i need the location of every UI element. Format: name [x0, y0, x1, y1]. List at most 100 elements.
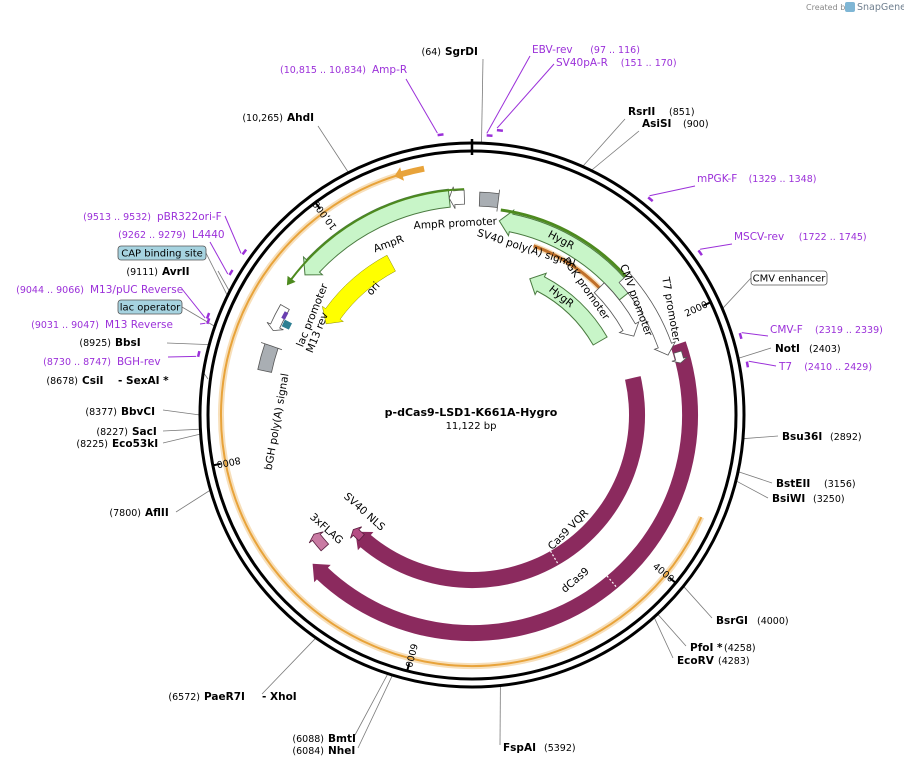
- enzyme-position: (6084): [292, 746, 324, 757]
- enzyme-position: (7800): [109, 508, 141, 519]
- ampr-label: AmpR: [372, 233, 406, 255]
- boxed-label-text: lac operator: [120, 303, 181, 314]
- enzyme-label-aflii[interactable]: (7800)AflII: [109, 507, 168, 519]
- tick-label-group: 8000: [216, 454, 242, 469]
- primer-binding-mark: [241, 248, 248, 256]
- enzyme-label-sexai[interactable]: - SexAI *: [118, 375, 169, 387]
- enzyme-label-saci[interactable]: (8227) SacI: [96, 426, 156, 438]
- enzyme-name: BsrGI: [716, 615, 748, 627]
- enzyme-label-asisi[interactable]: AsiSI(900): [642, 118, 709, 130]
- enzyme-name: - SexAI *: [118, 375, 169, 387]
- label-box: [117, 299, 183, 315]
- primer-label-8[interactable]: (9262 .. 9279) L4440: [118, 229, 224, 241]
- enzyme-leader: [354, 673, 389, 736]
- primer-name: BGH-rev: [117, 356, 161, 368]
- tick-mark: [668, 577, 677, 584]
- boxed-label-2[interactable]: lac operator: [117, 299, 183, 315]
- ori-arrow: [321, 254, 396, 325]
- enzyme-position: (64): [421, 47, 441, 58]
- primer-position: (9031 .. 9047): [31, 320, 99, 331]
- lac-promoter-arrow: [266, 303, 290, 332]
- primer-label-0[interactable]: EBV-rev(97 .. 116): [532, 44, 640, 56]
- primer-leader: [496, 63, 555, 129]
- enzyme-label-bsrgi[interactable]: BsrGI(4000): [716, 615, 789, 627]
- enzyme-label-bsiwi[interactable]: BsiWI(3250): [772, 493, 845, 505]
- primer-label-7[interactable]: (9513 .. 9532)pBR322ori-F: [83, 211, 222, 223]
- enzyme-leader: [657, 613, 687, 647]
- primer-position: (2319 .. 2339): [815, 325, 883, 336]
- enzyme-label-bsteii[interactable]: BstEII(3156): [776, 478, 856, 490]
- enzyme-name: BbvCI: [121, 406, 155, 418]
- enzyme-label-bmti[interactable]: (6088)BmtI: [292, 733, 355, 745]
- enzyme-label-noti[interactable]: NotI (2403): [775, 343, 841, 355]
- enzyme-leader: [653, 616, 674, 659]
- enzyme-label-sgrdi[interactable]: (64) SgrDI: [421, 46, 477, 58]
- enzyme-leader: [737, 471, 773, 484]
- primer-leader-lines: [167, 55, 777, 368]
- enzyme-label-nhei[interactable]: (6084)NheI: [292, 745, 355, 757]
- enzyme-position: (3156): [824, 479, 856, 490]
- primer-name: EBV-rev: [532, 44, 573, 56]
- enzyme-label-bsu36i[interactable]: Bsu36I(2892): [782, 431, 862, 443]
- box-leader: [205, 252, 228, 296]
- enzyme-position: (2403): [809, 344, 841, 355]
- sv40-nls-label-group: SV40 NLS: [341, 491, 387, 534]
- primer-name: M13/pUC Reverse: [90, 284, 183, 296]
- primer-position: (9262 .. 9279): [118, 230, 186, 241]
- enzyme-name: RsrII: [628, 106, 655, 118]
- enzyme-label-fspai[interactable]: FspAI(5392): [503, 742, 576, 754]
- primer-label-10[interactable]: (9031 .. 9047) M13 Reverse: [31, 319, 173, 331]
- primer-position: (8730 .. 8747): [43, 357, 111, 368]
- snapgene-logo-icon: [845, 2, 855, 12]
- primer-leader: [700, 243, 733, 250]
- enzyme-position: (4258): [724, 643, 756, 654]
- enzyme-label-ahdi[interactable]: (10,265)AhdI: [242, 112, 314, 124]
- enzyme-label-bbsi[interactable]: (8925)BbsI: [79, 337, 140, 349]
- primer-leader: [209, 241, 229, 275]
- primer-label-6[interactable]: T7(2410 .. 2429): [778, 361, 872, 373]
- enzyme-name: Bsu36I: [782, 431, 822, 443]
- enzyme-name: BbsI: [115, 337, 141, 349]
- boxed-label-1[interactable]: CAP binding site: [117, 245, 207, 261]
- enzyme-label-avrii[interactable]: (9111)AvrII: [126, 266, 189, 278]
- enzyme-label-pfoi[interactable]: PfoI *(4258): [690, 642, 756, 654]
- enzyme-position: (8227): [96, 427, 128, 438]
- feature-arrows: [257, 186, 699, 642]
- enzyme-name: PaeR7I: [204, 691, 245, 703]
- hygr-selection-arrow: [533, 244, 606, 295]
- enzyme-label-ecorv[interactable]: EcoRV(4283): [677, 655, 750, 667]
- primer-label-11[interactable]: (8730 .. 8747) BGH-rev: [43, 356, 160, 368]
- enzyme-label-paer7i[interactable]: (6572)PaeR7I: [168, 691, 245, 703]
- primer-leader: [405, 78, 438, 134]
- enzyme-position: (851): [669, 107, 695, 118]
- enzyme-position: (8377): [85, 407, 117, 418]
- boxed-label-0[interactable]: CMV enhancer: [750, 270, 828, 286]
- flag-arrow: [308, 531, 330, 552]
- primer-name: pBR322ori-F: [157, 211, 222, 223]
- enzyme-label-xhoi[interactable]: - XhoI: [262, 691, 297, 703]
- enzyme-leader: [582, 118, 626, 167]
- boxed-label-text: CMV enhancer: [753, 274, 827, 285]
- primer-leader: [649, 185, 696, 197]
- ampr-promoter-label: AmpR promoter: [413, 215, 498, 231]
- primer-label-5[interactable]: CMV-F(2319 .. 2339): [770, 324, 883, 336]
- primer-label-1[interactable]: SV40pA-R(151 .. 170): [556, 57, 677, 69]
- tick-mark: [406, 662, 411, 672]
- primer-label-2[interactable]: (10,815 .. 10,834)Amp-R: [280, 64, 407, 76]
- enzyme-label-bbvci[interactable]: (8377) BbvCI: [85, 406, 155, 418]
- enzyme-position: (9111): [126, 267, 158, 278]
- primer-label-9[interactable]: (9044 .. 9066)M13/pUC Reverse: [16, 284, 183, 296]
- primer-position: (2410 .. 2429): [804, 362, 872, 373]
- enzyme-position: (3250): [813, 494, 845, 505]
- primer-label-3[interactable]: mPGK-F(1329 .. 1348): [697, 173, 816, 185]
- enzyme-name: SgrDI: [445, 46, 478, 58]
- enzyme-leader: [162, 433, 201, 444]
- primer-name: M13 Reverse: [105, 319, 173, 331]
- enzyme-label-eco53ki[interactable]: (8225)Eco53kI: [76, 438, 158, 450]
- enzyme-name: SacI: [132, 426, 157, 438]
- enzyme-label-rsrii[interactable]: RsrII (851): [628, 106, 695, 118]
- enzyme-label-csii[interactable]: (8678)CsiI: [46, 375, 103, 387]
- enzyme-name: NotI: [775, 343, 800, 355]
- primer-label-4[interactable]: MSCV-rev(1722 .. 1745): [734, 231, 867, 243]
- primer-name: L4440: [192, 229, 225, 241]
